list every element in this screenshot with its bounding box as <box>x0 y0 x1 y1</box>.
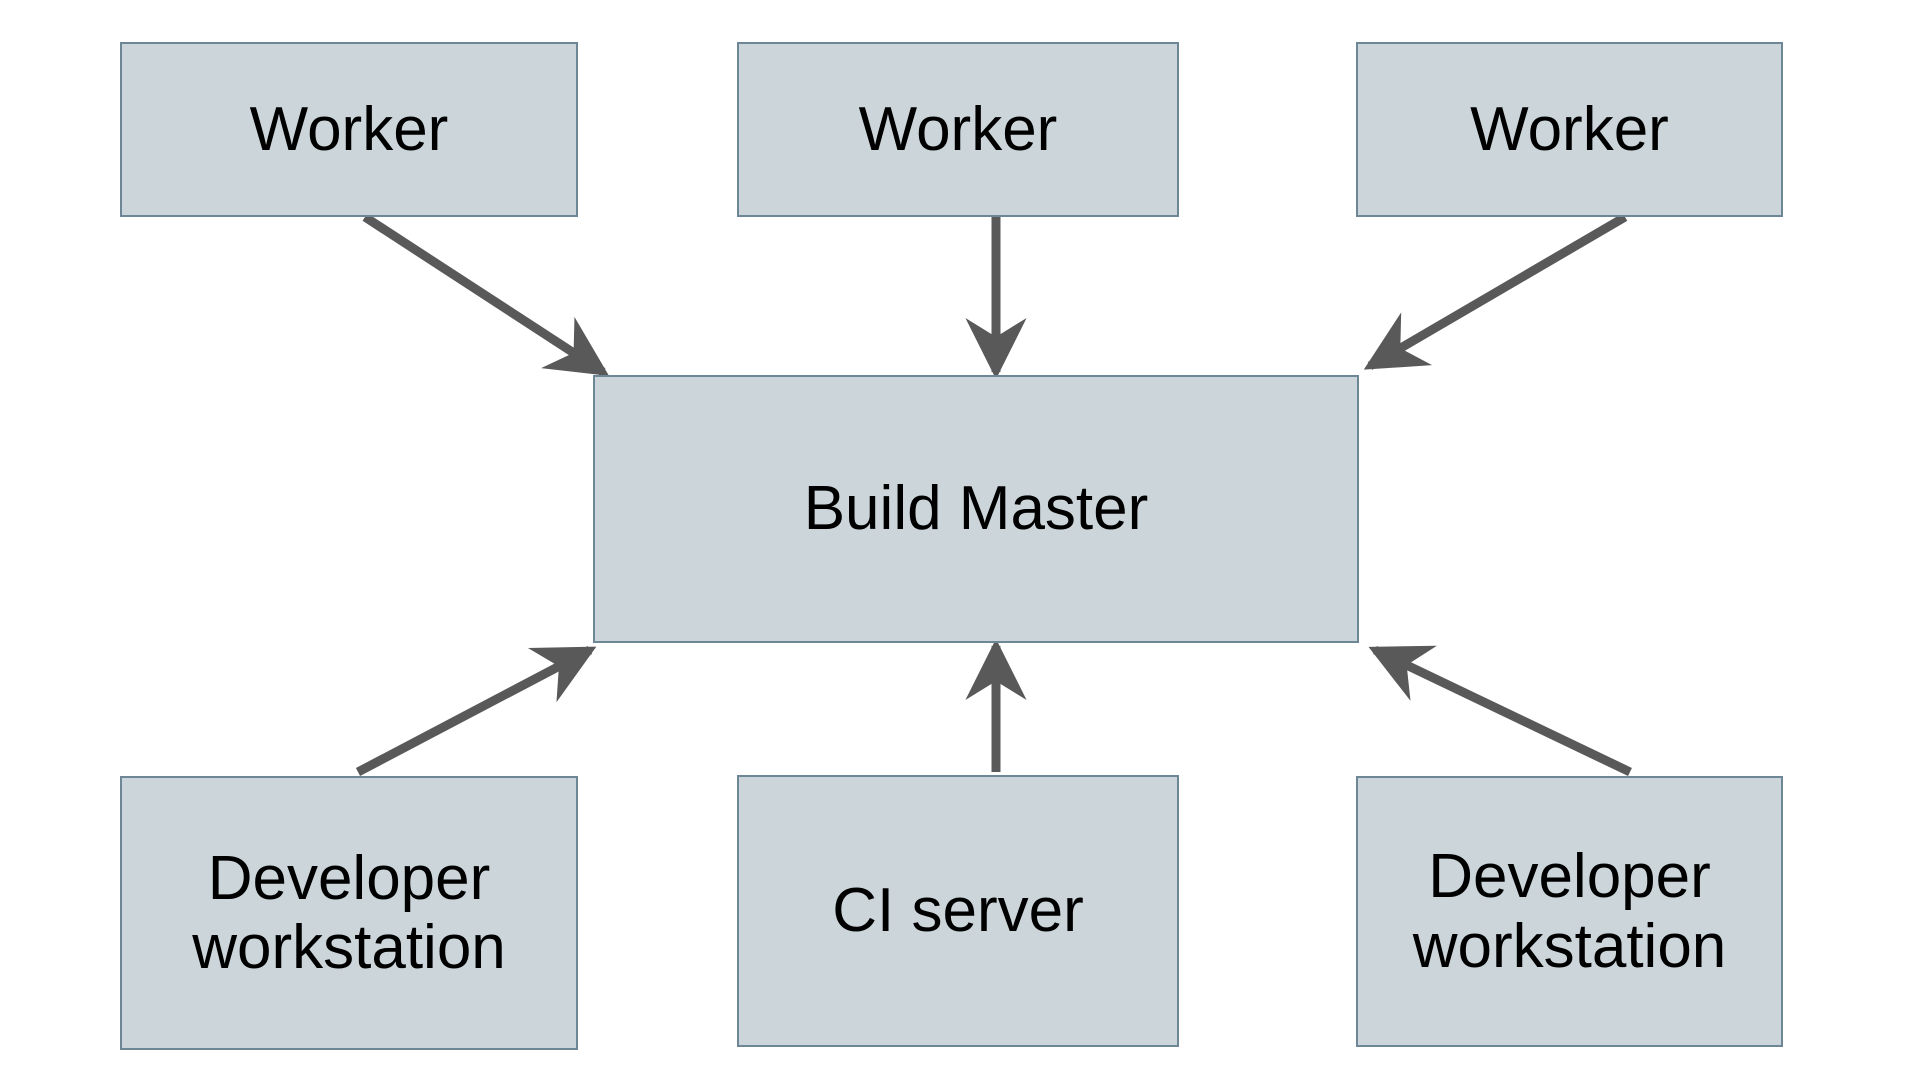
node-ci-server-label: CI server <box>832 876 1084 946</box>
edge-worker-right-to-build-master <box>1363 213 1628 370</box>
node-worker-left-label: Worker <box>249 94 449 164</box>
node-worker-left[interactable]: Worker <box>120 42 578 217</box>
node-workstation-right[interactable]: Developer workstation <box>1356 776 1783 1047</box>
node-build-master[interactable]: Build Master <box>593 375 1359 643</box>
node-worker-center-label: Worker <box>858 94 1058 164</box>
node-worker-right[interactable]: Worker <box>1356 42 1783 217</box>
edge-workstation-right-to-build-master <box>1368 645 1632 777</box>
node-workstation-right-label: Developer workstation <box>1412 842 1727 981</box>
node-worker-right-label: Worker <box>1470 94 1669 164</box>
node-ci-server[interactable]: CI server <box>737 775 1179 1047</box>
node-worker-center[interactable]: Worker <box>737 42 1179 217</box>
node-build-master-label: Build Master <box>803 474 1149 544</box>
node-workstation-left[interactable]: Developer workstation <box>120 776 578 1050</box>
edge-workstation-left-to-build-master <box>355 646 597 776</box>
edge-worker-left-to-build-master <box>362 213 610 376</box>
node-workstation-left-label: Developer workstation <box>192 843 506 982</box>
